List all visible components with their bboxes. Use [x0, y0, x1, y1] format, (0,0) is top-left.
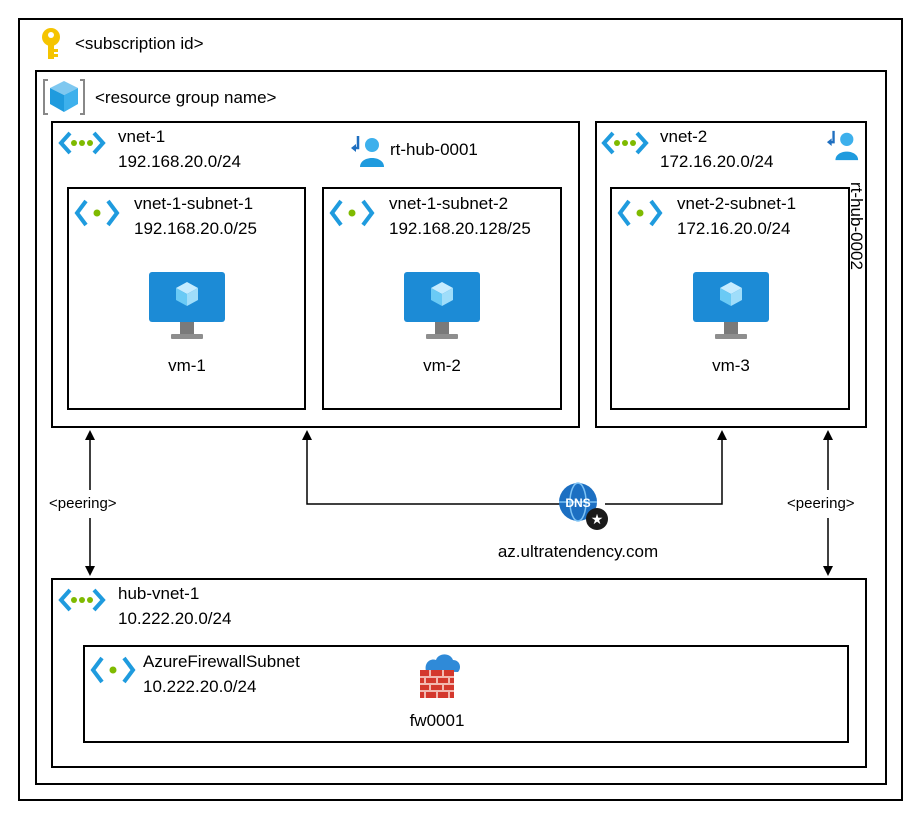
key-icon: [40, 27, 62, 66]
hub-vnet-1-cidr: 10.222.20.0/24: [118, 609, 232, 628]
vnet-2-subnet-1-cidr: 172.16.20.0/24: [677, 219, 791, 238]
azure-firewall-subnet-box: [83, 645, 849, 743]
resource-group-box: [35, 70, 887, 785]
fw0001-label: fw0001: [409, 711, 465, 730]
vnet-2-name: vnet-2: [660, 127, 708, 146]
route-table-icon: [826, 128, 860, 167]
hub-vnet-1-box: [51, 578, 867, 768]
subnet-icon: [74, 198, 120, 233]
dns-zone-label: az.ultratendency.com: [497, 542, 659, 561]
subnet-icon: [90, 655, 136, 690]
dns-link-vnet-2: [605, 430, 727, 505]
vnet-1-subnet-2-cidr: 192.168.20.128/25: [389, 219, 531, 238]
hub-vnet-1-name: hub-vnet-1: [118, 584, 200, 603]
vnet-2-box: [595, 121, 867, 428]
firewall-icon: [418, 651, 462, 704]
peering-right-label: <peering>: [785, 495, 857, 512]
vm-icon: [404, 272, 480, 347]
dns-icon-text: DNS: [565, 496, 590, 510]
vnet-2-subnet-1-box: [610, 187, 850, 410]
vm-2-label: vm-2: [423, 356, 461, 375]
vnet-1-cidr: 192.168.20.0/24: [118, 152, 241, 171]
peering-left-label: <peering>: [47, 495, 119, 512]
vnet-1-subnet-2-box: [322, 187, 562, 410]
vnet-1-name: vnet-1: [118, 127, 166, 146]
subscription-label: <subscription id>: [75, 34, 204, 53]
subnet-icon: [329, 198, 375, 233]
vm-1-label: vm-1: [168, 356, 206, 375]
route-table-icon: [350, 133, 386, 174]
svg-text:★: ★: [591, 512, 604, 528]
vnet-icon: [601, 130, 649, 161]
vnet-1-subnet-2-name: vnet-1-subnet-2: [389, 194, 509, 213]
vnet-2-cidr: 172.16.20.0/24: [660, 152, 774, 171]
dns-zone-icon: DNS ★: [558, 482, 610, 537]
azure-firewall-subnet-cidr: 10.222.20.0/24: [143, 677, 257, 696]
dns-link-vnet-1: [302, 430, 565, 505]
vnet-2-subnet-1-name: vnet-2-subnet-1: [677, 194, 797, 213]
vnet-1-box: [51, 121, 580, 428]
vm-icon: [149, 272, 225, 347]
rt-hub-0001-label: rt-hub-0001: [390, 140, 478, 159]
vnet-1-subnet-1-cidr: 192.168.20.0/25: [134, 219, 257, 238]
vnet-icon: [58, 587, 106, 618]
azure-firewall-subnet-name: AzureFirewallSubnet: [143, 652, 300, 671]
subscription-box: [18, 18, 903, 801]
vnet-icon: [58, 130, 106, 161]
subnet-icon: [617, 198, 663, 233]
vnet-1-subnet-1-box: [67, 187, 306, 410]
resource-group-icon: [42, 77, 86, 122]
vnet-1-subnet-1-name: vnet-1-subnet-1: [134, 194, 254, 213]
vm-3-label: vm-3: [712, 356, 750, 375]
resource-group-label: <resource group name>: [95, 88, 277, 107]
vm-icon: [693, 272, 769, 347]
